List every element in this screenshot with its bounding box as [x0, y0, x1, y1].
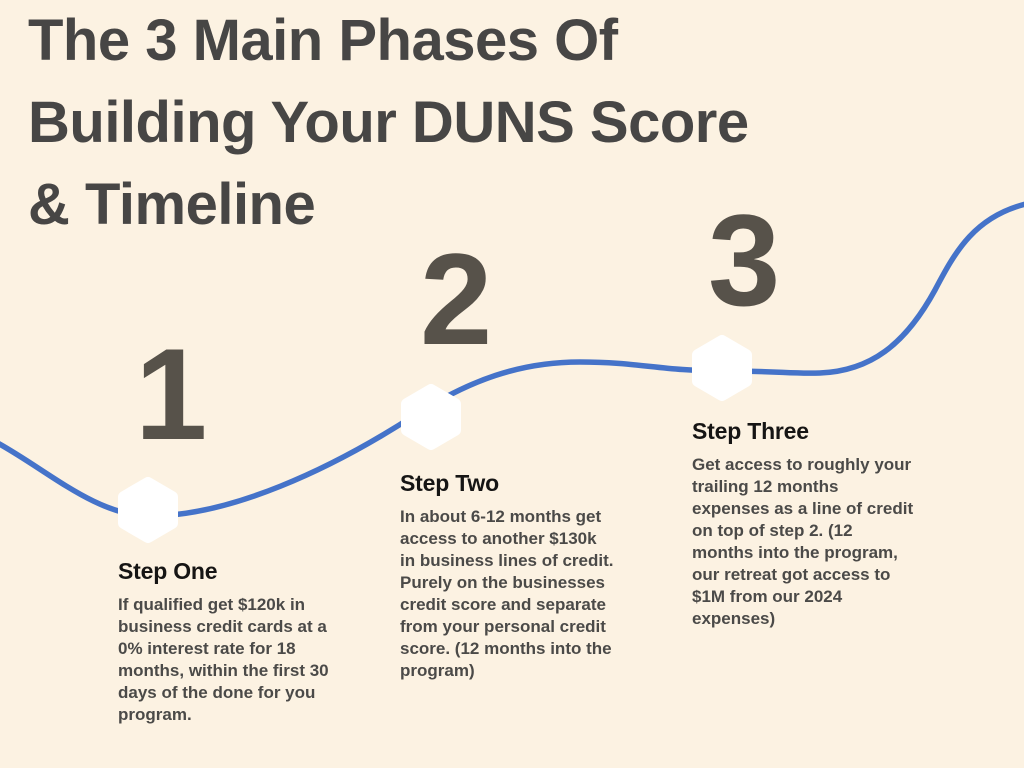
step-one-number: 1 — [135, 321, 208, 467]
step-one-heading: Step One — [118, 558, 218, 584]
step-two-body: In about 6-12 months get access to anoth… — [400, 507, 614, 680]
milestone-hexagon-1 — [118, 477, 178, 543]
step-two-number: 2 — [420, 226, 493, 372]
page-title-line-3: & Timeline — [28, 172, 316, 237]
milestone-hexagon-3 — [692, 335, 752, 401]
step-two-section: Step Two In about 6-12 months get access… — [400, 468, 614, 682]
page-title-line-1: The 3 Main Phases Of — [28, 8, 618, 73]
step-three-number: 3 — [708, 187, 781, 333]
milestone-hexagon-2 — [401, 384, 461, 450]
step-three-heading: Step Three — [692, 418, 809, 444]
step-two-heading: Step Two — [400, 470, 499, 496]
page-title: The 3 Main Phases Of Building Your DUNS … — [28, 0, 749, 246]
step-three-section: Step Three Get access to roughly your tr… — [692, 416, 916, 630]
step-one-body: If qualified get $120k in business credi… — [118, 595, 329, 724]
step-three-body: Get access to roughly your trailing 12 m… — [692, 455, 914, 628]
step-one-section: Step One If qualified get $120k in busin… — [118, 556, 336, 726]
page-title-line-2: Building Your DUNS Score — [28, 90, 749, 155]
